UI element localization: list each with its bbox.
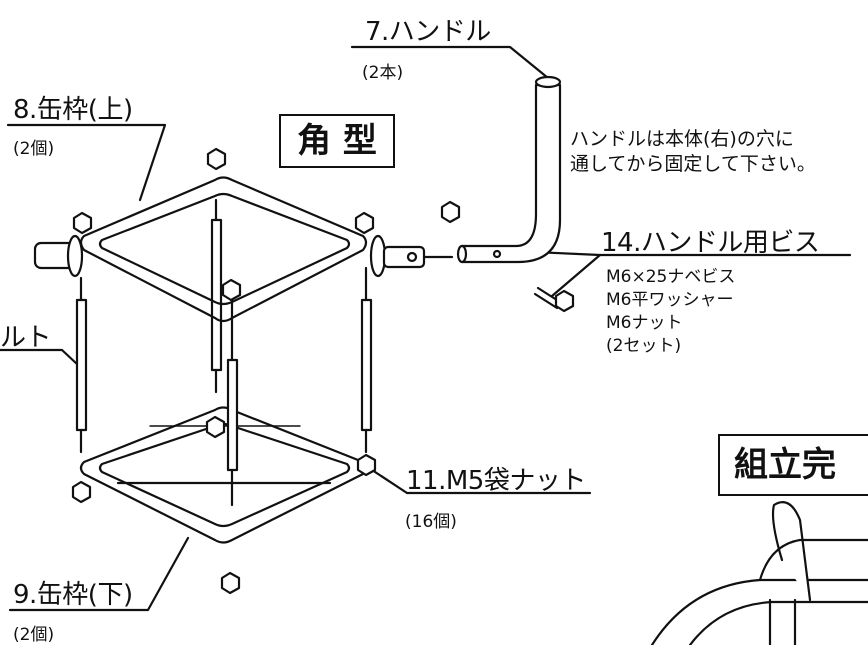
cap-nuts-drawing bbox=[71, 415, 377, 595]
upper-frame-drawing bbox=[33, 176, 454, 323]
handle-label: 7.ハンドル bbox=[365, 17, 491, 47]
cap-nut-label: 11.M5袋ナット bbox=[406, 466, 586, 496]
completed-assembly-drawing bbox=[650, 501, 868, 645]
handle-screw-label: 14.ハンドル用ビス bbox=[601, 228, 820, 258]
handle-screw-spec-4: (2セット) bbox=[606, 336, 682, 356]
handle-screw-spec-2: M6平ワッシャー bbox=[606, 290, 734, 310]
upper-frame-qty: (2個) bbox=[13, 139, 55, 159]
upper-frame-label: 8.缶枠(上) bbox=[13, 95, 133, 125]
cap-nut-qty: (16個) bbox=[405, 512, 457, 532]
complete-box: 組立完 bbox=[718, 434, 868, 496]
lower-frame-label: 9.缶枠(下) bbox=[13, 580, 133, 610]
title-box: 角 型 bbox=[279, 114, 395, 168]
handle-drawing bbox=[456, 75, 562, 264]
handle-note-line-1: ハンドルは本体(右)の穴に bbox=[570, 128, 794, 150]
long-bolts-drawing bbox=[75, 198, 373, 507]
handle-qty: (2本) bbox=[362, 63, 404, 83]
hex-bolts-drawing bbox=[72, 147, 375, 302]
handle-screw-spec-3: M6ナット bbox=[606, 313, 683, 333]
handle-screw-spec-1: M6×25ナベビス bbox=[606, 267, 736, 287]
bolt-label: ルト bbox=[0, 323, 52, 353]
leader-lines bbox=[0, 45, 852, 612]
handle-note-line-2: 通してから固定して下さい。 bbox=[570, 153, 816, 175]
handle-screw-drawing bbox=[440, 200, 575, 313]
lower-frame-qty: (2個) bbox=[13, 625, 55, 645]
